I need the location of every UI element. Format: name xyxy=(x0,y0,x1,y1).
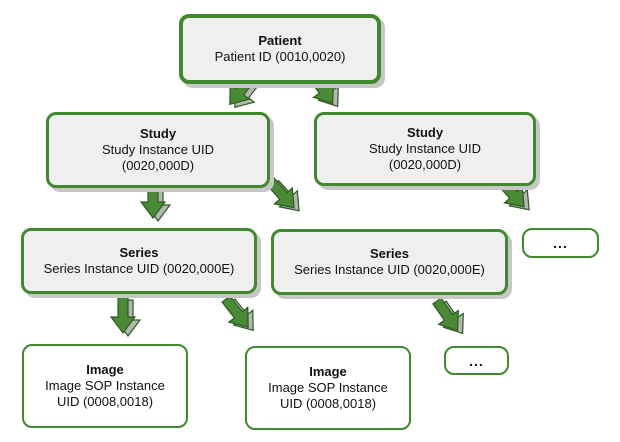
image-left-tag: UID (0008,0018) xyxy=(56,394,154,409)
patient-title: Patient xyxy=(258,33,302,48)
series-right-title: Series xyxy=(369,246,410,261)
study-right-tag: (0020,000D) xyxy=(388,157,462,172)
study-right-title: Study xyxy=(406,125,444,140)
series-node-left: Series Series Instance UID (0020,000E) xyxy=(21,228,257,294)
series-node-right: Series Series Instance UID (0020,000E) xyxy=(271,229,508,295)
series-left-uid-label: Series Instance UID (0020,000E) xyxy=(43,261,235,276)
study-left-uid-label: Study Instance UID xyxy=(102,142,214,157)
study-left-tag: (0020,000D) xyxy=(121,158,195,173)
more-studies-ellipsis: ... xyxy=(553,235,568,251)
more-series-ellipsis: ... xyxy=(469,352,484,369)
image-node-left: Image Image SOP Instance UID (0008,0018) xyxy=(22,344,188,428)
arrow-series-left-to-image-right xyxy=(215,291,264,339)
study-left-title: Study xyxy=(139,126,177,141)
arrow-series-left-to-image-left xyxy=(110,296,141,337)
image-left-uid-label: Image SOP Instance xyxy=(45,378,165,393)
study-node-left: Study Study Instance UID (0020,000D) xyxy=(46,112,270,188)
image-left-title: Image xyxy=(86,362,124,377)
series-right-uid-label: Series Instance UID (0020,000E) xyxy=(294,262,485,277)
arrow-series-right-to-more-series xyxy=(426,293,474,341)
image-right-uid-label: Image SOP Instance xyxy=(268,380,388,395)
study-node-right: Study Study Instance UID (0020,000D) xyxy=(314,112,536,186)
patient-node: Patient Patient ID (0010,0020) xyxy=(179,14,381,84)
image-node-right: Image Image SOP Instance UID (0008,0018) xyxy=(245,346,411,430)
study-right-uid-label: Study Instance UID xyxy=(369,141,481,156)
patient-id-label: Patient ID (0010,0020) xyxy=(214,49,346,64)
series-left-title: Series xyxy=(119,245,159,260)
image-right-tag: UID (0008,0018) xyxy=(279,396,377,411)
image-right-title: Image xyxy=(309,364,347,379)
more-studies-node: ... xyxy=(522,228,599,258)
more-series-node: ... xyxy=(444,346,509,375)
